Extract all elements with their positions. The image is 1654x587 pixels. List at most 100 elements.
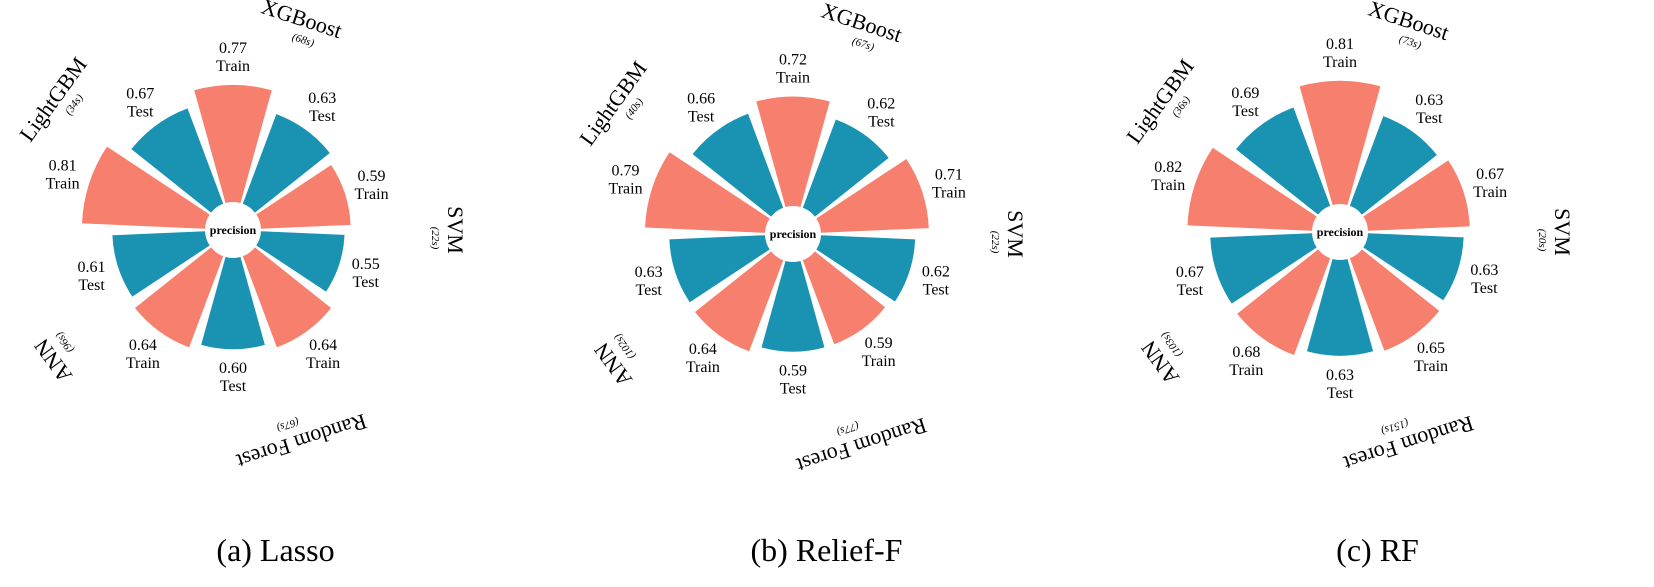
- model-label-xgboost: XGBoost(68s): [258, 0, 345, 50]
- bar-random-forest-train: [242, 247, 332, 348]
- bar-xgboost-train: [756, 96, 830, 208]
- model-label-ann: ANN(102s): [589, 331, 638, 391]
- model-label-svm: SVM(22s): [989, 210, 1028, 258]
- model-label-random-forest: Random Forest(151s): [1341, 411, 1477, 477]
- model-label-lightgbm: LightGBM(36s): [1121, 54, 1199, 148]
- center-hole: [1314, 206, 1366, 258]
- caption-relief-f: (b) Relief-F: [750, 532, 903, 568]
- model-label-lightgbm: LightGBM(40s): [574, 56, 652, 150]
- svg-text:(20s): (20s): [1536, 229, 1548, 252]
- model-label-svm: SVM(20s): [1536, 208, 1575, 256]
- bar-random-forest-test: [1306, 258, 1374, 356]
- bar-svm-test: [256, 231, 345, 292]
- bar-svm-train: [256, 165, 351, 229]
- model-label-ann: ANN(96s): [29, 329, 77, 387]
- caption-rf: (c) RF: [1336, 532, 1419, 568]
- svg-text:(22s): (22s): [989, 231, 1001, 254]
- center-label: precision: [1317, 225, 1364, 239]
- bar-random-forest-train: [802, 251, 886, 345]
- caption-lasso: (a) Lasso: [216, 532, 335, 568]
- bar-xgboost-test: [242, 114, 330, 213]
- model-label-random-forest: Random Forest(77s): [794, 413, 930, 479]
- bar-lightgbm-test: [131, 108, 224, 213]
- bar-ann-train: [1237, 249, 1331, 356]
- bar-lightgbm-train: [645, 152, 770, 233]
- bar-lightgbm-test: [692, 113, 784, 217]
- svg-text:SVM: SVM: [1003, 210, 1028, 258]
- svg-text:(22s): (22s): [429, 227, 441, 250]
- svg-text:Random Forest: Random Forest: [794, 413, 930, 479]
- bar-svm-train: [1363, 160, 1470, 231]
- model-label-ann: ANN(103s): [1136, 329, 1185, 389]
- bar-ann-test: [1210, 233, 1317, 304]
- bar-xgboost-train: [1299, 80, 1381, 206]
- bar-random-forest-train: [1349, 249, 1440, 351]
- bar-xgboost-train: [194, 84, 272, 204]
- center-hole: [207, 204, 259, 256]
- bar-random-forest-test: [761, 260, 825, 352]
- model-label-xgboost: XGBoost(67s): [818, 0, 905, 54]
- center-hole: [767, 208, 819, 260]
- bar-ann-test: [669, 235, 770, 303]
- center-label: precision: [770, 227, 817, 241]
- bar-lightgbm-train: [82, 146, 210, 229]
- model-label-xgboost: XGBoost(73s): [1365, 0, 1452, 52]
- model-label-svm: SVM(22s): [429, 206, 468, 254]
- bar-lightgbm-test: [1236, 107, 1331, 215]
- svg-text:Random Forest: Random Forest: [1341, 411, 1477, 477]
- bar-svm-train: [816, 158, 929, 233]
- bar-svm-test: [1363, 233, 1464, 301]
- center-label: precision: [210, 223, 257, 237]
- bar-svm-test: [816, 235, 916, 302]
- bar-xgboost-test: [1349, 116, 1437, 215]
- bar-random-forest-test: [201, 256, 265, 350]
- bar-ann-test: [112, 231, 210, 297]
- model-label-lightgbm: LightGBM(34s): [14, 52, 92, 146]
- bar-ann-train: [134, 247, 224, 348]
- svg-text:Random Forest: Random Forest: [234, 409, 370, 475]
- model-label-random-forest: Random Forest(67s): [234, 409, 370, 475]
- svg-text:SVM: SVM: [443, 206, 468, 254]
- bar-xgboost-test: [802, 119, 889, 217]
- bar-lightgbm-train: [1187, 147, 1317, 231]
- bar-ann-train: [694, 251, 784, 352]
- svg-text:SVM: SVM: [1550, 208, 1575, 256]
